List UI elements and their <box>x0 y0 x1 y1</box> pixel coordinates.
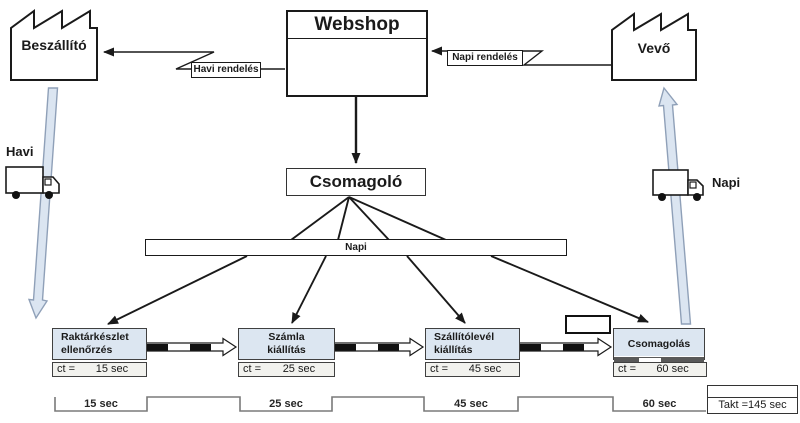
bar-to-process-arrows <box>107 255 649 325</box>
cycle-time-box-4: ct = 60 sec <box>613 362 707 377</box>
timeline-label-3: 45 sec <box>454 398 488 410</box>
push-arrow-icon-2 <box>333 337 425 357</box>
takt-box: Takt =145 sec <box>707 385 798 414</box>
webshop-box: Webshop <box>286 10 428 97</box>
ct-label: ct = <box>57 363 76 375</box>
process-name-line2: kiállítás <box>434 344 473 356</box>
process-name-line2: kiállítás <box>267 344 306 356</box>
ct-value: 45 sec <box>468 363 502 375</box>
monthly-order-label: Havi rendelés <box>191 62 261 78</box>
process-box-delivery-note: Szállítólevél kiállítás <box>425 328 520 360</box>
process-name-line1: Számla <box>268 331 305 343</box>
timeline-label-4: 60 sec <box>642 398 677 410</box>
outbound-transport-arrow-icon <box>658 86 692 325</box>
push-arrow-icon-3 <box>518 337 613 357</box>
timeline-label-2: 25 sec <box>269 398 303 410</box>
cycle-time-box-1: ct = 15 sec <box>52 362 147 377</box>
ct-label: ct = <box>243 363 262 375</box>
customer-label: Vevő <box>637 40 671 56</box>
schedule-bar: Napi <box>145 239 567 256</box>
cycle-time-box-3: ct = 45 sec <box>425 362 520 377</box>
inbound-truck-icon <box>5 166 60 199</box>
supplier-factory-icon <box>10 9 98 81</box>
customer-factory-icon <box>611 12 697 81</box>
inbound-transport-arrow-icon <box>27 87 59 320</box>
ct-value: 25 sec <box>282 363 316 375</box>
packer-to-bar-lines <box>290 196 447 241</box>
outbound-frequency-label: Napi <box>712 175 741 190</box>
takt-box-top-cell <box>708 386 797 398</box>
process-box-packing: Csomagolás <box>613 328 705 360</box>
process-name-line1: Raktárkészlet <box>61 331 129 343</box>
ct-value: 15 sec <box>95 363 129 375</box>
takt-value: Takt =145 sec <box>718 399 787 411</box>
supplier-label: Beszállító <box>21 37 87 53</box>
process-name-line2: ellenőrzés <box>61 344 113 356</box>
outbound-truck-icon <box>652 169 704 201</box>
push-arrow-icon-1 <box>145 337 238 357</box>
daily-order-label: Napi rendelés <box>447 50 523 66</box>
ct-value: 60 sec <box>656 363 689 375</box>
timeline-line <box>54 396 706 412</box>
webshop-title: Webshop <box>288 12 426 39</box>
cycle-time-box-2: ct = 25 sec <box>238 362 335 377</box>
ct-label: ct = <box>430 363 449 375</box>
process-box-inventory-check: Raktárkészlet ellenőrzés <box>52 328 147 360</box>
packing-progress-stripe <box>614 356 704 364</box>
process-name-line1: Szállítólevél <box>434 331 495 343</box>
empty-kanban-box <box>565 315 611 334</box>
inbound-frequency-label: Havi <box>6 144 34 159</box>
process-name-line1: Csomagolás <box>627 338 691 350</box>
process-box-invoice: Számla kiállítás <box>238 328 335 360</box>
packer-box: Csomagoló <box>286 168 426 196</box>
stripe-thumb <box>639 358 661 362</box>
timeline-label-1: 15 sec <box>84 398 118 410</box>
ct-label: ct = <box>618 363 637 375</box>
